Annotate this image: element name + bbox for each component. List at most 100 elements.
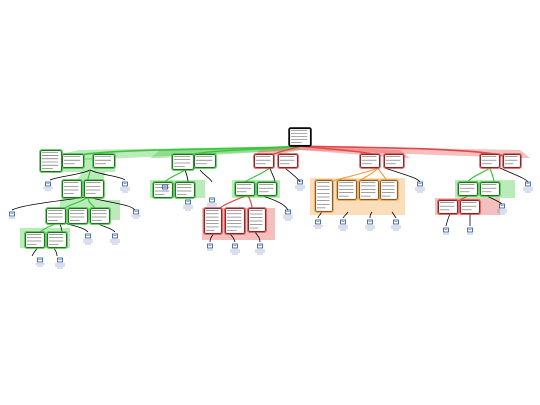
- claim-box[interactable]: [253, 153, 275, 169]
- source-reference[interactable]: [207, 197, 217, 209]
- claim-box[interactable]: [437, 199, 459, 215]
- claim-node[interactable]: [39, 149, 63, 173]
- claim-node[interactable]: [45, 207, 67, 225]
- connector-5: [49, 169, 91, 181]
- claim-box[interactable]: [479, 181, 501, 197]
- claim-box[interactable]: [61, 153, 85, 169]
- claim-node[interactable]: [314, 179, 334, 213]
- claim-node[interactable]: [224, 207, 246, 235]
- claim-box[interactable]: [224, 207, 246, 235]
- claim-node[interactable]: [171, 153, 195, 171]
- claim-node[interactable]: [479, 181, 501, 197]
- source-reference[interactable]: [523, 181, 533, 193]
- source-reference[interactable]: [295, 179, 305, 191]
- source-reference[interactable]: [207, 243, 213, 251]
- document-icon: [207, 243, 213, 249]
- claim-node[interactable]: [234, 181, 256, 197]
- claim-box-inner: [458, 182, 478, 196]
- claim-node[interactable]: [288, 127, 312, 147]
- source-reference[interactable]: [365, 219, 375, 231]
- claim-box[interactable]: [234, 181, 256, 197]
- source-reference[interactable]: [467, 227, 473, 235]
- claim-box[interactable]: [459, 199, 481, 215]
- claim-node[interactable]: [83, 179, 105, 199]
- source-reference[interactable]: [83, 233, 93, 245]
- claim-box[interactable]: [247, 207, 267, 233]
- claim-box[interactable]: [379, 179, 399, 201]
- source-reference[interactable]: [415, 181, 425, 193]
- claim-box[interactable]: [193, 153, 217, 169]
- connector-36: [369, 211, 373, 219]
- claim-box[interactable]: [336, 179, 358, 201]
- claim-node[interactable]: [253, 153, 275, 169]
- connector-35: [342, 211, 349, 219]
- source-reference[interactable]: [131, 209, 141, 219]
- claim-box[interactable]: [383, 153, 405, 169]
- claim-box-inner: [289, 128, 311, 146]
- claim-node[interactable]: [247, 207, 267, 233]
- claim-node[interactable]: [459, 199, 481, 215]
- source-reference[interactable]: [443, 227, 449, 235]
- source-reference[interactable]: [35, 257, 45, 267]
- source-reference[interactable]: [283, 209, 293, 221]
- claim-node[interactable]: [256, 181, 278, 197]
- source-reference[interactable]: [230, 243, 240, 255]
- claim-node[interactable]: [383, 153, 405, 169]
- source-reference[interactable]: [313, 219, 323, 229]
- claim-node[interactable]: [24, 231, 46, 249]
- claim-node[interactable]: [479, 153, 501, 169]
- claim-node[interactable]: [437, 199, 459, 215]
- claim-node[interactable]: [61, 153, 85, 169]
- claim-node[interactable]: [46, 231, 68, 249]
- claim-box-inner: [254, 154, 274, 168]
- source-reference[interactable]: [110, 233, 120, 245]
- claim-node[interactable]: [203, 207, 223, 235]
- source-reference[interactable]: [338, 219, 348, 231]
- claim-box[interactable]: [358, 179, 380, 201]
- document-icon: [85, 233, 91, 239]
- claim-box[interactable]: [288, 127, 312, 147]
- source-reference[interactable]: [391, 219, 401, 231]
- claim-box[interactable]: [39, 149, 63, 173]
- claim-node[interactable]: [89, 207, 111, 225]
- document-icon: [525, 181, 531, 187]
- source-reference[interactable]: [497, 203, 507, 215]
- claim-box-inner: [257, 182, 277, 196]
- claim-box-inner: [153, 182, 173, 198]
- claim-box[interactable]: [457, 181, 479, 197]
- claim-box[interactable]: [359, 153, 381, 169]
- claim-node[interactable]: [358, 179, 380, 201]
- source-reference[interactable]: [162, 184, 168, 192]
- claim-box[interactable]: [277, 153, 299, 169]
- source-reference[interactable]: [55, 257, 65, 269]
- claim-node[interactable]: [359, 153, 381, 169]
- claim-box[interactable]: [314, 179, 334, 213]
- claim-node[interactable]: [379, 179, 399, 201]
- source-reference[interactable]: [120, 181, 130, 193]
- source-reference[interactable]: [43, 181, 53, 191]
- claim-node[interactable]: [277, 153, 299, 169]
- claim-box-inner: [68, 208, 88, 224]
- connector-23: [284, 167, 301, 183]
- claim-node[interactable]: [152, 181, 174, 199]
- document-icon: [340, 219, 346, 225]
- source-reference[interactable]: [255, 243, 265, 255]
- claim-box[interactable]: [502, 153, 522, 169]
- claim-node[interactable]: [336, 179, 358, 201]
- claim-box[interactable]: [92, 153, 116, 169]
- claim-box-inner: [248, 208, 266, 232]
- claim-box[interactable]: [479, 153, 501, 169]
- claim-node[interactable]: [193, 153, 217, 169]
- claim-node[interactable]: [174, 181, 196, 199]
- claim-node[interactable]: [92, 153, 116, 169]
- source-reference[interactable]: [183, 199, 193, 211]
- claim-node[interactable]: [67, 207, 89, 225]
- claim-node[interactable]: [502, 153, 522, 169]
- claim-box-inner: [62, 180, 82, 198]
- claim-node[interactable]: [457, 181, 479, 197]
- claim-box-inner: [84, 180, 104, 198]
- claim-box[interactable]: [256, 181, 278, 197]
- claim-node[interactable]: [61, 179, 83, 199]
- source-reference[interactable]: [9, 211, 15, 219]
